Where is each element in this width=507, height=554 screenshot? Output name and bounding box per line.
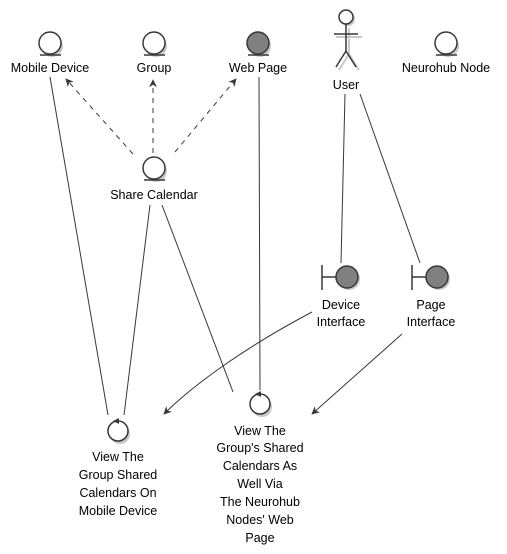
view-web-label: View The	[234, 424, 286, 438]
user-actor-node[interactable]: User	[333, 9, 362, 92]
view-mobile-label: View The	[92, 450, 144, 464]
view-mobile-label: Calendars On	[79, 486, 156, 500]
edge-share-calendar-to-view-mobile	[123, 204, 151, 416]
edge-share-calendar-to-mobile-device	[65, 78, 134, 155]
entity-icon	[142, 31, 166, 55]
user-label: User	[333, 78, 359, 92]
edge-user-to-device-interface	[340, 93, 346, 264]
view-web-label: Nodes' Web	[226, 513, 294, 527]
boundary-icon	[321, 265, 360, 290]
view-mobile-control-node[interactable]: View The Group Shared Calendars On Mobil…	[79, 418, 158, 518]
entity-icon	[246, 31, 270, 55]
device-interface-node[interactable]: Device Interface	[317, 265, 366, 329]
edge-mobile-device-to-view-mobile	[49, 76, 109, 416]
boundary-icon	[411, 265, 450, 290]
web-page-label: Web Page	[229, 61, 287, 75]
entity-icon	[434, 31, 458, 55]
device-interface-label: Interface	[317, 315, 366, 329]
control-icon	[249, 391, 272, 417]
neurohub-node-label: Neurohub Node	[402, 61, 490, 75]
entity-icon	[142, 156, 166, 180]
web-page-node[interactable]: Web Page	[229, 31, 287, 75]
mobile-device-label: Mobile Device	[11, 61, 90, 75]
group-node[interactable]: Group	[137, 31, 172, 75]
neurohub-node-node[interactable]: Neurohub Node	[402, 31, 490, 75]
view-web-label: The Neurohub	[220, 495, 300, 509]
view-mobile-label: Mobile Device	[79, 504, 158, 518]
page-interface-label: Interface	[407, 315, 456, 329]
view-web-label: Group's Shared	[216, 441, 303, 455]
share-calendar-label: Share Calendar	[110, 188, 198, 202]
control-icon	[107, 418, 130, 444]
view-web-control-node[interactable]: View The Group's Shared Calendars As Wel…	[216, 391, 304, 545]
view-web-label: Page	[245, 531, 274, 545]
page-interface-node[interactable]: Page Interface	[407, 265, 456, 329]
share-calendar-node[interactable]: Share Calendar	[110, 156, 198, 202]
edge-page-interface-to-view-web	[311, 333, 403, 415]
edge-user-to-page-interface	[359, 93, 421, 264]
edges-layer	[49, 76, 421, 416]
view-web-label: Calendars As	[223, 459, 297, 473]
entity-icon	[38, 31, 62, 55]
group-label: Group	[137, 61, 172, 75]
view-mobile-label: Group Shared	[79, 468, 158, 482]
edge-web-page-to-view-web	[258, 76, 261, 391]
page-interface-label: Page	[416, 298, 445, 312]
mobile-device-node[interactable]: Mobile Device	[11, 31, 90, 75]
device-interface-label: Device	[322, 298, 360, 312]
edge-share-calendar-to-web-page	[174, 78, 237, 153]
actor-icon	[334, 9, 362, 71]
view-web-label: Well Via	[237, 477, 282, 491]
edge-device-interface-to-view-mobile	[163, 311, 313, 415]
edge-share-calendar-to-view-web	[161, 204, 234, 393]
